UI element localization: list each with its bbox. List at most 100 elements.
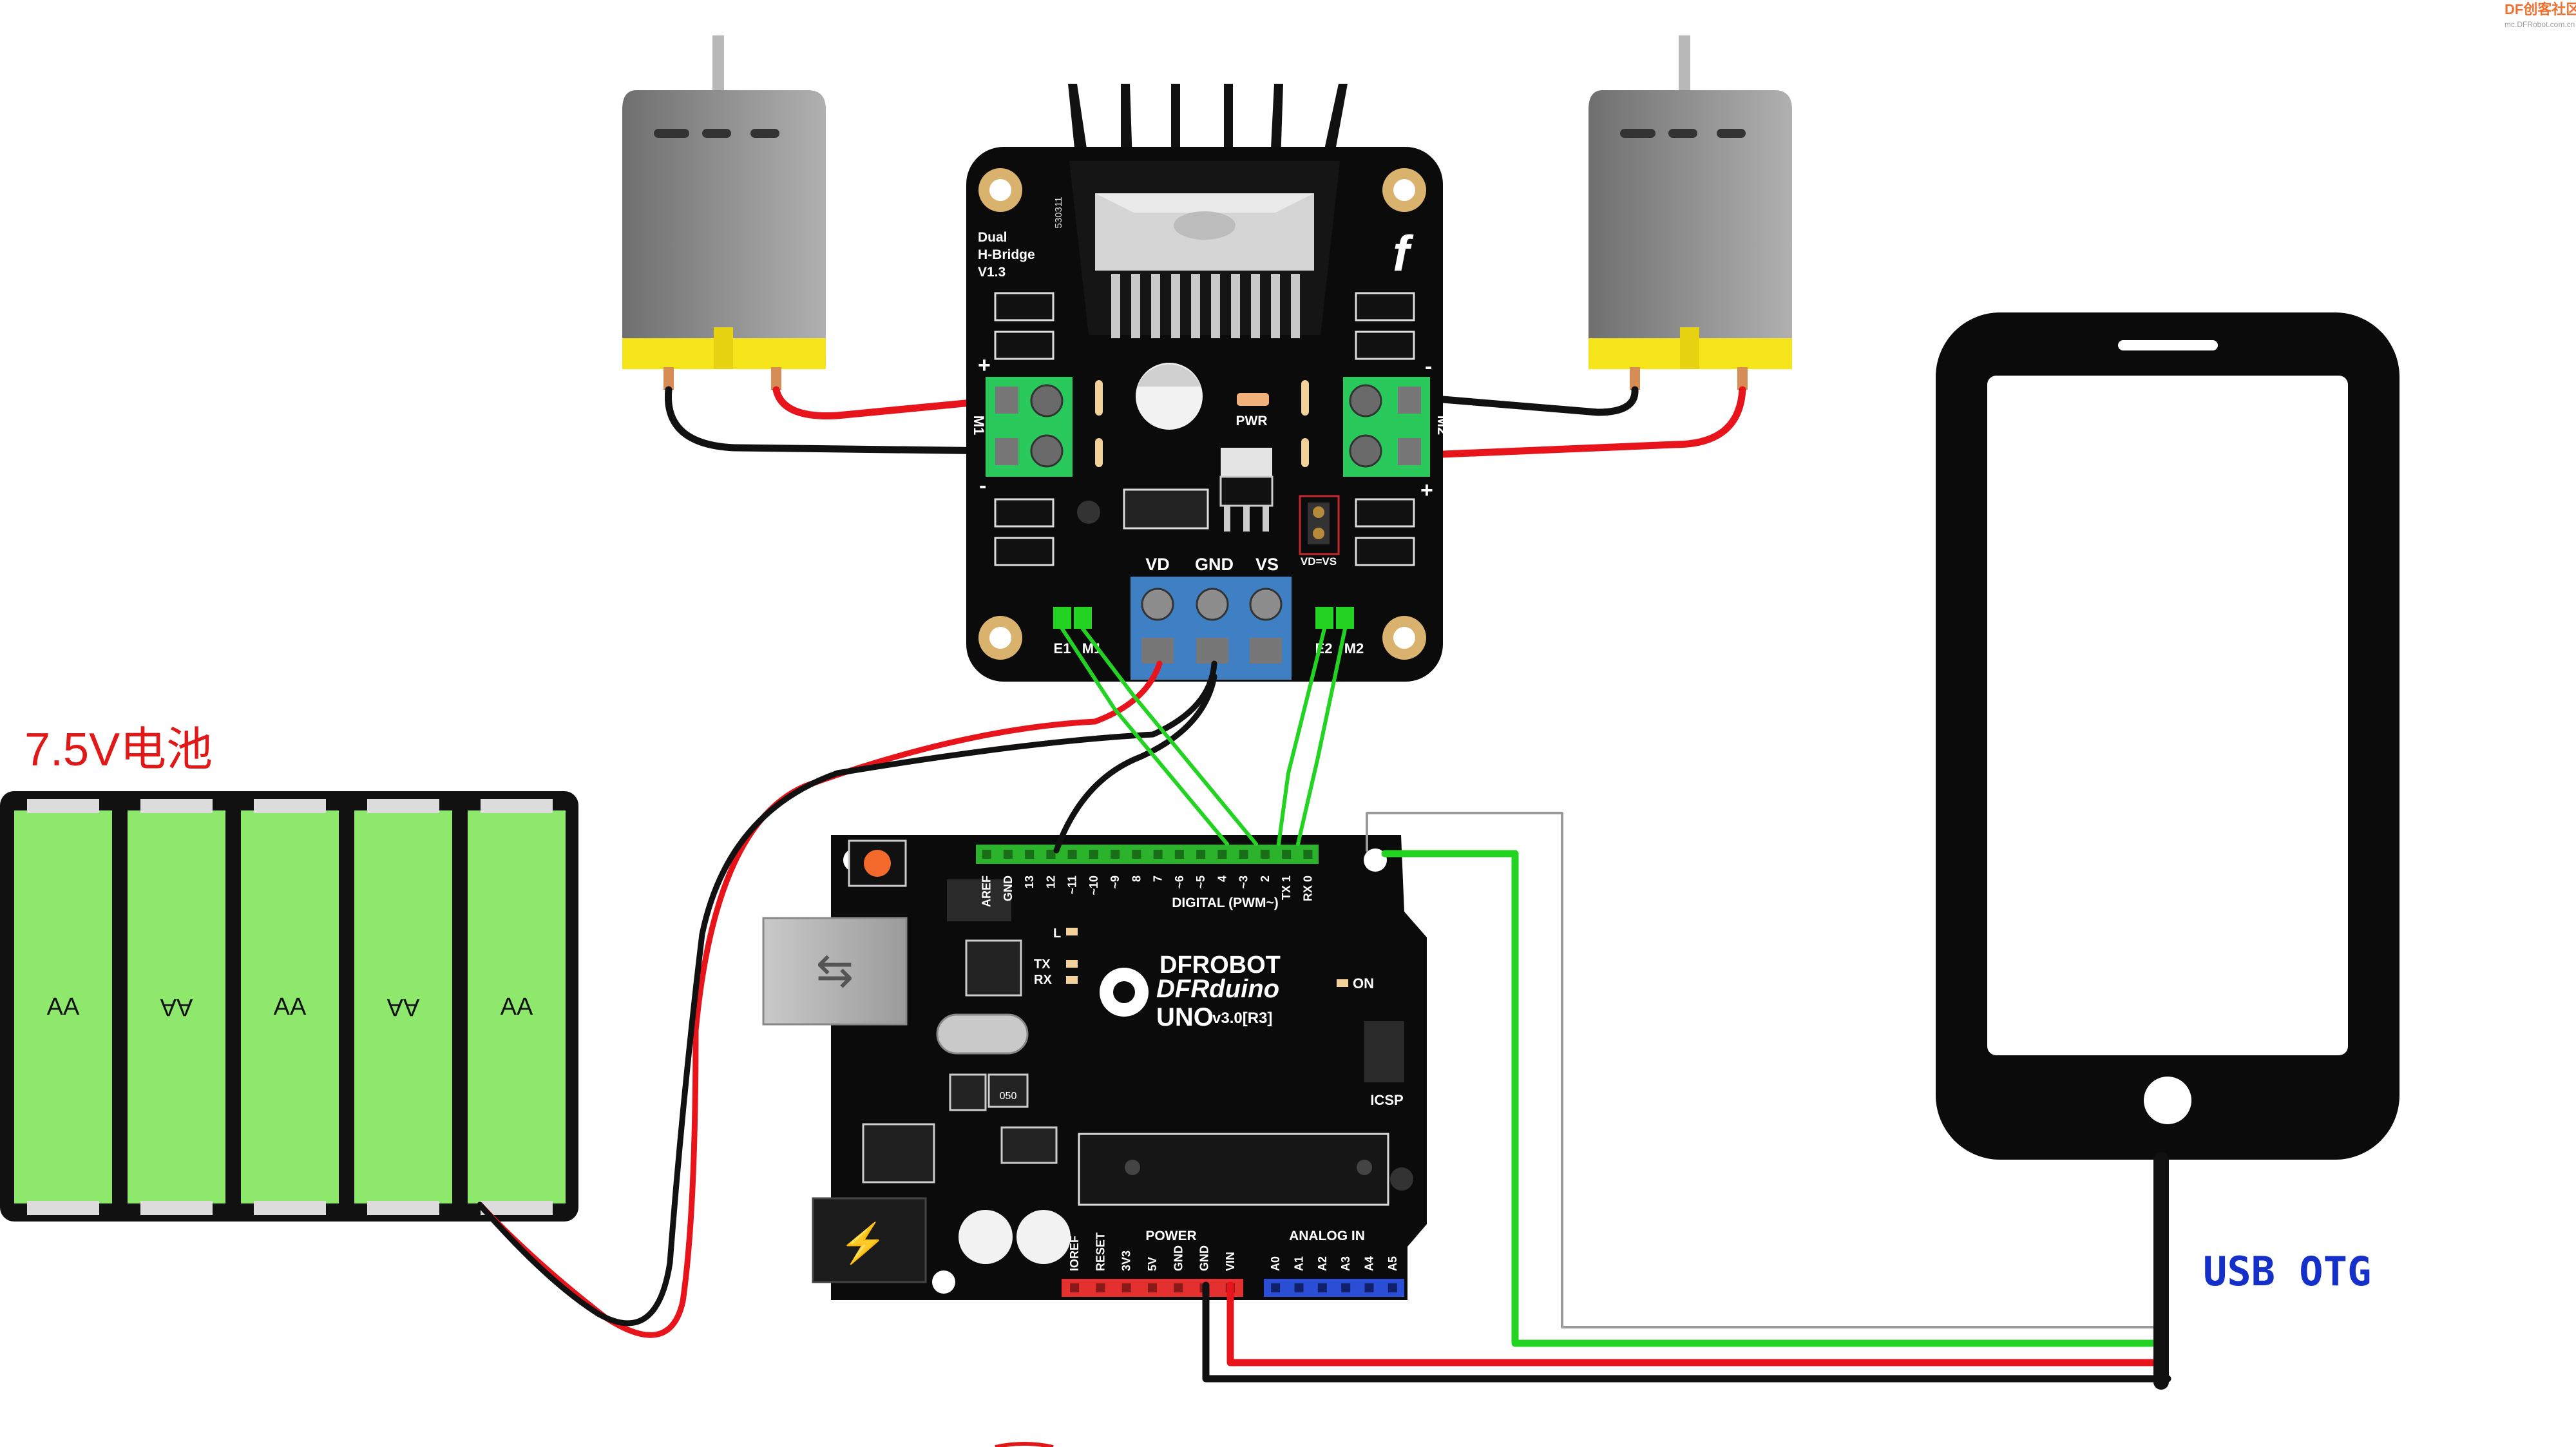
analog-pin-label: A5: [1386, 1256, 1399, 1271]
arduino-regulator: [862, 1123, 935, 1183]
power-terminal-label-vd: VD: [1145, 555, 1170, 574]
power-terminal-label-vs: VS: [1255, 555, 1279, 574]
battery-cell-label: AA: [501, 993, 533, 1021]
pin-label-e1: E1: [1054, 640, 1071, 656]
power-pin-socket: [1174, 1283, 1183, 1292]
battery-label: 7.5V电池: [24, 724, 213, 776]
chip-notch: [1357, 1160, 1372, 1175]
digital-pin-socket: [1003, 850, 1013, 859]
heatsink: [1068, 84, 1348, 161]
analog-pin-socket: [1294, 1283, 1304, 1292]
crystal: [936, 1013, 1029, 1055]
mounting-hole: [1364, 848, 1387, 872]
digital-pin-socket: [1174, 850, 1184, 859]
digital-pin-label: ~5: [1194, 876, 1207, 889]
icsp-label: ICSP: [1370, 1092, 1403, 1108]
led: [1066, 928, 1078, 935]
battery-cell: [354, 810, 452, 1203]
led-label-l: L: [1053, 926, 1061, 941]
battery-cell-cap: [27, 1201, 99, 1215]
battery-cell-cap: [254, 799, 326, 813]
small-ic-label-box: [987, 1073, 1029, 1108]
board-hole: [1077, 501, 1100, 524]
driver-code: 530311: [1053, 197, 1064, 229]
power-pin-socket: [1148, 1283, 1157, 1292]
digital-pin-label: 12: [1044, 876, 1057, 888]
capacitor: [959, 1210, 1013, 1264]
led: [1066, 960, 1078, 968]
analog-pin-socket: [1317, 1283, 1327, 1292]
pin-pad-e1: [1053, 607, 1071, 629]
motor-terminal: [1737, 367, 1748, 390]
m1-label: M1: [971, 416, 987, 436]
driver-smd-left: [994, 292, 1415, 566]
digital-pin-label: ~9: [1109, 876, 1121, 889]
analog-pin-label: A3: [1339, 1256, 1352, 1271]
jumper-pin: [1313, 528, 1324, 539]
power-pin-socket: [1121, 1283, 1131, 1292]
pin-pad-m1: [1074, 607, 1092, 629]
wire-green-rx: [1381, 850, 2159, 1347]
driver-name-line3: V1.3: [978, 265, 1006, 280]
vd-vs-jumper: [1299, 495, 1340, 555]
motor-terminal: [771, 367, 781, 390]
motor-terminal: [663, 367, 674, 390]
wire-black-phone-gnd: [1202, 1281, 2171, 1383]
battery-cell-label: AA: [47, 993, 80, 1021]
motor-endcap-tab: [714, 327, 733, 369]
battery-cell-cap: [367, 1201, 439, 1215]
digital-pin-label: AREF: [980, 876, 993, 907]
usb-otg-label: USB OTG: [2203, 1248, 2371, 1295]
wire-green-e1: [1060, 627, 1229, 846]
pin-label-m2: M2: [1344, 640, 1364, 656]
digital-pin-label: RX 0: [1301, 876, 1314, 901]
power-terminal-label-gnd: GND: [1195, 555, 1234, 574]
digital-pin-socket: [982, 850, 991, 859]
pwr-label: PWR: [1236, 414, 1268, 428]
digital-pin-socket: [1217, 850, 1227, 859]
reset-button-cap: [864, 850, 891, 877]
wires: [477, 627, 2171, 1390]
on-led: [1337, 979, 1348, 987]
analog-pin-label: A2: [1316, 1256, 1329, 1271]
home-button-icon: [2144, 1077, 2191, 1124]
motor-wires: [664, 386, 1746, 458]
bridge-chip-legs: [1111, 274, 1300, 338]
digital-label: DIGITAL (PWM~): [1172, 896, 1278, 910]
regulator-body: [1219, 475, 1274, 507]
arduino-model: DFRduino: [1156, 975, 1279, 1003]
battery-cell: [241, 810, 339, 1203]
op-amp-chip: [1000, 1126, 1058, 1164]
mounting-holes: [978, 168, 1426, 660]
wire-gray-tx: [1366, 812, 2156, 1328]
digital-pin-socket: [1089, 850, 1098, 859]
digital-pin-label: TX 1: [1280, 876, 1293, 900]
regulator-leg: [1224, 506, 1230, 532]
capacitor-mark: [1138, 364, 1201, 387]
m2-terminal: [1343, 377, 1430, 477]
side-led: [1095, 380, 1103, 416]
digital-pin-label: ~11: [1066, 876, 1079, 895]
driver-name-line2: H-Bridge: [978, 247, 1035, 262]
battery-cell: [14, 810, 112, 1203]
mounting-hole: [1390, 1167, 1413, 1191]
jumper-label: VD=VS: [1301, 555, 1337, 568]
digital-pin-socket: [1303, 850, 1313, 859]
pin-pad-m2: [1336, 607, 1354, 629]
digital-pin-socket: [1239, 850, 1248, 859]
wire-black: [1439, 386, 1639, 416]
battery-cell-label: AA: [274, 993, 307, 1021]
motor-driver-board: 530311 Dual H-Bridge V1.3 f + - M1: [966, 84, 1451, 682]
power-pin-label: VIN: [1224, 1252, 1237, 1271]
analog-pin-socket: [1364, 1283, 1374, 1292]
motor-shaft: [1679, 35, 1690, 90]
battery-cell-cap: [27, 799, 99, 813]
m2-plus: +: [1420, 478, 1433, 503]
digital-pin-socket: [1046, 850, 1056, 859]
wire-black: [664, 386, 1009, 455]
phone-speaker: [2118, 340, 2218, 350]
analog-pin-label: A0: [1269, 1256, 1282, 1271]
digital-pin-label: 13: [1023, 876, 1036, 888]
wire-red: [772, 386, 1009, 419]
